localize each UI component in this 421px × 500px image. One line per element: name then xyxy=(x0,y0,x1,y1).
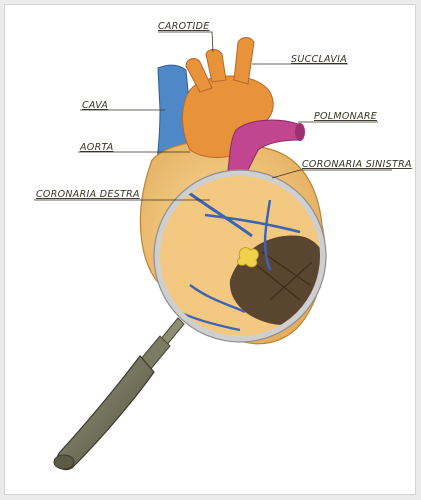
carotid-artery xyxy=(206,50,226,83)
subclavian-artery xyxy=(234,38,254,85)
leader-carotide xyxy=(158,32,213,52)
label-carotide: CAROTIDE xyxy=(158,21,210,32)
label-cava: CAVA xyxy=(82,100,108,111)
magnifier-handle xyxy=(54,318,184,470)
label-polmonare: POLMONARE xyxy=(314,111,377,122)
label-succlavia: SUCCLAVIA xyxy=(291,54,347,65)
label-coronaria-destra: CORONARIA DESTRA xyxy=(36,189,140,200)
label-aorta: AORTA xyxy=(79,142,114,153)
label-coronaria-sinistra: CORONARIA SINISTRA xyxy=(302,159,412,170)
